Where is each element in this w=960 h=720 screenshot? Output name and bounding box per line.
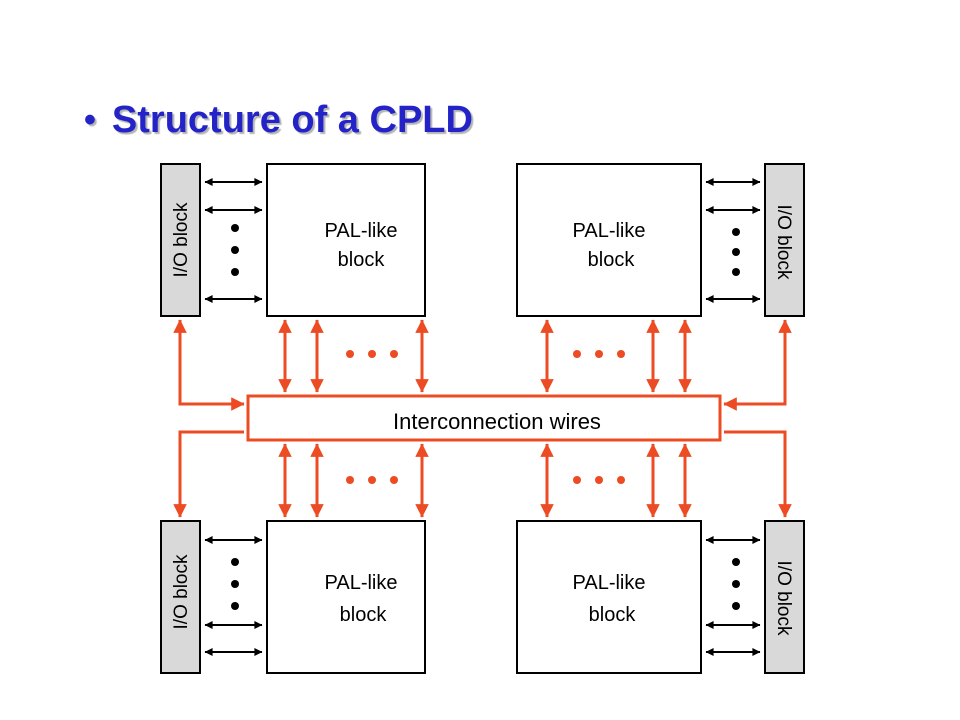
wire-ellipsis-dot	[390, 476, 398, 484]
wire-ellipsis-dot	[617, 350, 625, 358]
wire-ellipsis-dot	[573, 350, 581, 358]
io-wire-top-left	[173, 319, 245, 411]
slide-title: • Structure of a CPLD	[84, 92, 473, 148]
local-ellipsis-dot	[732, 228, 740, 236]
io-block-top-left: I/O block	[160, 163, 201, 317]
interconnect-wires	[173, 319, 792, 518]
io-block-bottom-right: I/O block	[764, 520, 805, 674]
local-ellipsis-dot	[732, 268, 740, 276]
io-block-label: I/O block	[773, 205, 794, 280]
wire-ellipsis-dot	[595, 476, 603, 484]
local-ellipsis-dot	[231, 246, 239, 254]
pal-block-label-line2: block	[589, 604, 637, 626]
pal-block-bottom-right: PAL-like block	[516, 520, 702, 674]
local-ellipsis-dot	[231, 268, 239, 276]
pal-block-top-right: PAL-like block	[516, 163, 702, 317]
local-ellipsis-dot	[231, 602, 239, 610]
io-block-label: I/O block	[773, 561, 794, 636]
pal-block-label-line2: block	[340, 604, 388, 626]
io-block-bottom-left: I/O block	[160, 520, 201, 674]
local-ellipsis-dot	[231, 224, 239, 232]
wire-ellipsis-dot	[617, 476, 625, 484]
pal-block-label-line2: block	[588, 249, 636, 271]
wire-ellipsis-dot	[368, 476, 376, 484]
local-ellipsis-dot	[231, 580, 239, 588]
local-io-ellipses	[231, 224, 740, 610]
wire-ellipsis-dot	[346, 350, 354, 358]
wire-ellipses	[346, 350, 625, 484]
io-block-label: I/O block	[171, 202, 192, 277]
io-wire-bottom-left	[173, 430, 244, 518]
pal-block-label-line1: PAL-like	[325, 220, 398, 242]
io-block-label: I/O block	[171, 554, 192, 629]
io-wire-top-right	[723, 319, 792, 411]
local-ellipsis-dot	[231, 558, 239, 566]
title-text: Structure of a CPLD	[111, 98, 473, 141]
wire-ellipsis-dot	[368, 350, 376, 358]
pal-block-bottom-left: PAL-like block	[266, 520, 426, 674]
title-bullet: •	[84, 100, 96, 139]
pal-block-label-line1: PAL-like	[573, 572, 646, 594]
local-ellipsis-dot	[732, 248, 740, 256]
io-block-top-right: I/O block	[764, 163, 805, 317]
local-ellipsis-dot	[732, 558, 740, 566]
pal-block-label-line2: block	[338, 249, 386, 271]
io-wire-bottom-right	[724, 430, 792, 518]
wire-ellipsis-dot	[346, 476, 354, 484]
pal-block-label-line1: PAL-like	[573, 220, 646, 242]
wire-ellipsis-dot	[390, 350, 398, 358]
interconnection-label: Interconnection wires	[393, 409, 601, 434]
pal-block-label-line1: PAL-like	[325, 572, 398, 594]
local-ellipsis-dot	[732, 580, 740, 588]
local-io-arrows	[204, 178, 761, 656]
wire-ellipsis-dot	[595, 350, 603, 358]
pal-block-top-left: PAL-like block	[266, 163, 426, 317]
local-ellipsis-dot	[732, 602, 740, 610]
interconnection-box: Interconnection wires	[246, 394, 722, 442]
wire-ellipsis-dot	[573, 476, 581, 484]
